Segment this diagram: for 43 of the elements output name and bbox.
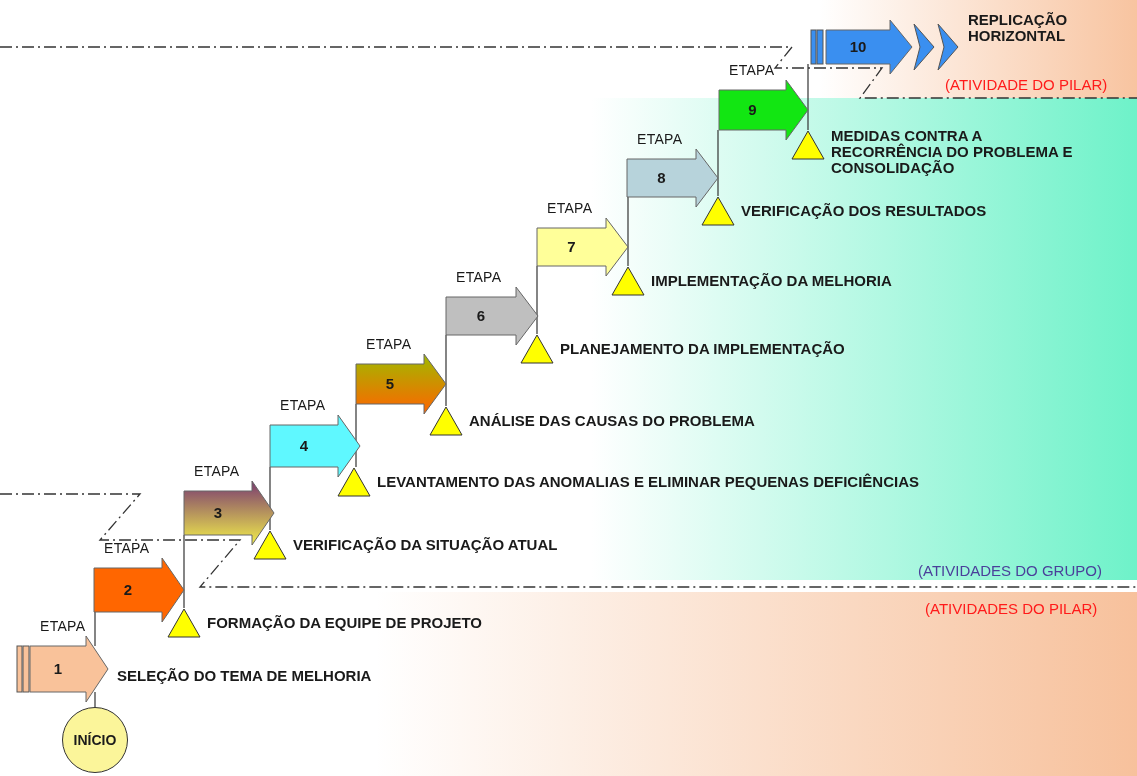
connector-line	[627, 196, 629, 267]
step-description: VERIFICAÇÃO DOS RESULTADOS	[741, 203, 987, 219]
step-number: 10	[849, 39, 867, 55]
step-number: 4	[299, 438, 309, 454]
connector-line	[445, 334, 447, 407]
connector-line	[717, 129, 719, 197]
connector-line	[536, 265, 538, 335]
step-description: ANÁLISE DAS CAUSAS DO PROBLEMA	[469, 413, 755, 429]
step-description: VERIFICAÇÃO DA SITUAÇÃO ATUAL	[293, 537, 558, 553]
step-description: MEDIDAS CONTRA A RECORRÊNCIA DO PROBLEMA E CONSOLIDAÇÃO	[831, 128, 1074, 176]
start-circle: INÍCIO	[62, 707, 128, 773]
step-label: ETAPA	[547, 200, 593, 216]
region-label: (ATIVIDADES DO GRUPO)	[918, 562, 1102, 579]
step-number: 6	[476, 308, 486, 324]
step-label: ETAPA	[366, 336, 412, 352]
step-label: ETAPA	[280, 397, 326, 413]
step-description: FORMAÇÃO DA EQUIPE DE PROJETO	[207, 615, 483, 631]
connector-line	[355, 403, 357, 468]
step-label: ETAPA	[104, 540, 150, 556]
connector-line	[807, 63, 809, 131]
region-label: (ATIVIDADES DO PILAR)	[925, 600, 1098, 617]
step-description: LEVANTAMENTO DAS ANOMALIAS E ELIMINAR PEQUENAS DEFICIÊNCIAS	[377, 474, 919, 490]
step-number: 1	[53, 661, 63, 677]
connector-line	[94, 691, 96, 708]
region-label: (ATIVIDADE DO PILAR)	[945, 76, 1108, 93]
connector-line	[94, 611, 96, 647]
step-label: ETAPA	[194, 463, 240, 479]
step-number: 2	[123, 582, 133, 598]
step-label: ETAPA	[729, 62, 775, 78]
step-number: 8	[657, 170, 666, 186]
connector-line	[183, 534, 185, 609]
step-number: 7	[567, 239, 576, 255]
step-label: ETAPA	[456, 269, 502, 285]
step-description: SELEÇÃO DO TEMA DE MELHORIA	[117, 668, 372, 684]
step-description: REPLICAÇÃO HORIZONTAL	[968, 12, 1069, 44]
step-description: IMPLEMENTAÇÃO DA MELHORIA	[651, 273, 892, 289]
step-number: 3	[213, 505, 223, 521]
step-label: ETAPA	[637, 131, 683, 147]
step-label: ETAPA	[40, 618, 86, 634]
step-number: 5	[385, 376, 395, 392]
connector-line	[269, 466, 271, 531]
step-number: 9	[748, 102, 757, 118]
step-description: PLANEJAMENTO DA IMPLEMENTAÇÃO	[560, 341, 845, 357]
